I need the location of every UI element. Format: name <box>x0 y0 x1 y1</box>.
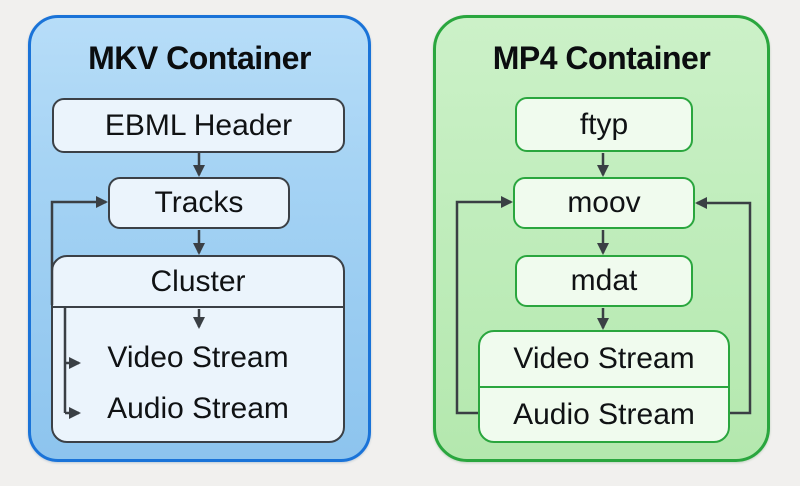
node-ftyp: ftyp <box>515 97 693 152</box>
mp4-panel-title: MP4 Container <box>492 40 711 76</box>
mp4-video-stream-label: Video Stream <box>480 332 728 388</box>
mkv-panel-title: MKV Container <box>88 40 311 76</box>
node-mdat: mdat <box>515 255 693 307</box>
node-moov: moov <box>513 177 695 229</box>
mp4-streams-group: Video Stream Audio Stream <box>478 330 730 443</box>
mp4-audio-stream-label: Audio Stream <box>513 397 695 431</box>
mkv-video-stream-label: Video Stream <box>107 341 289 374</box>
mkv-cluster-group: Cluster Video Stream Audio Stream <box>51 255 345 443</box>
cluster-header-label: Cluster <box>53 257 343 308</box>
node-ebml-header: EBML Header <box>52 98 345 153</box>
node-tracks: Tracks <box>108 177 290 229</box>
mkv-audio-stream-label: Audio Stream <box>107 392 289 425</box>
